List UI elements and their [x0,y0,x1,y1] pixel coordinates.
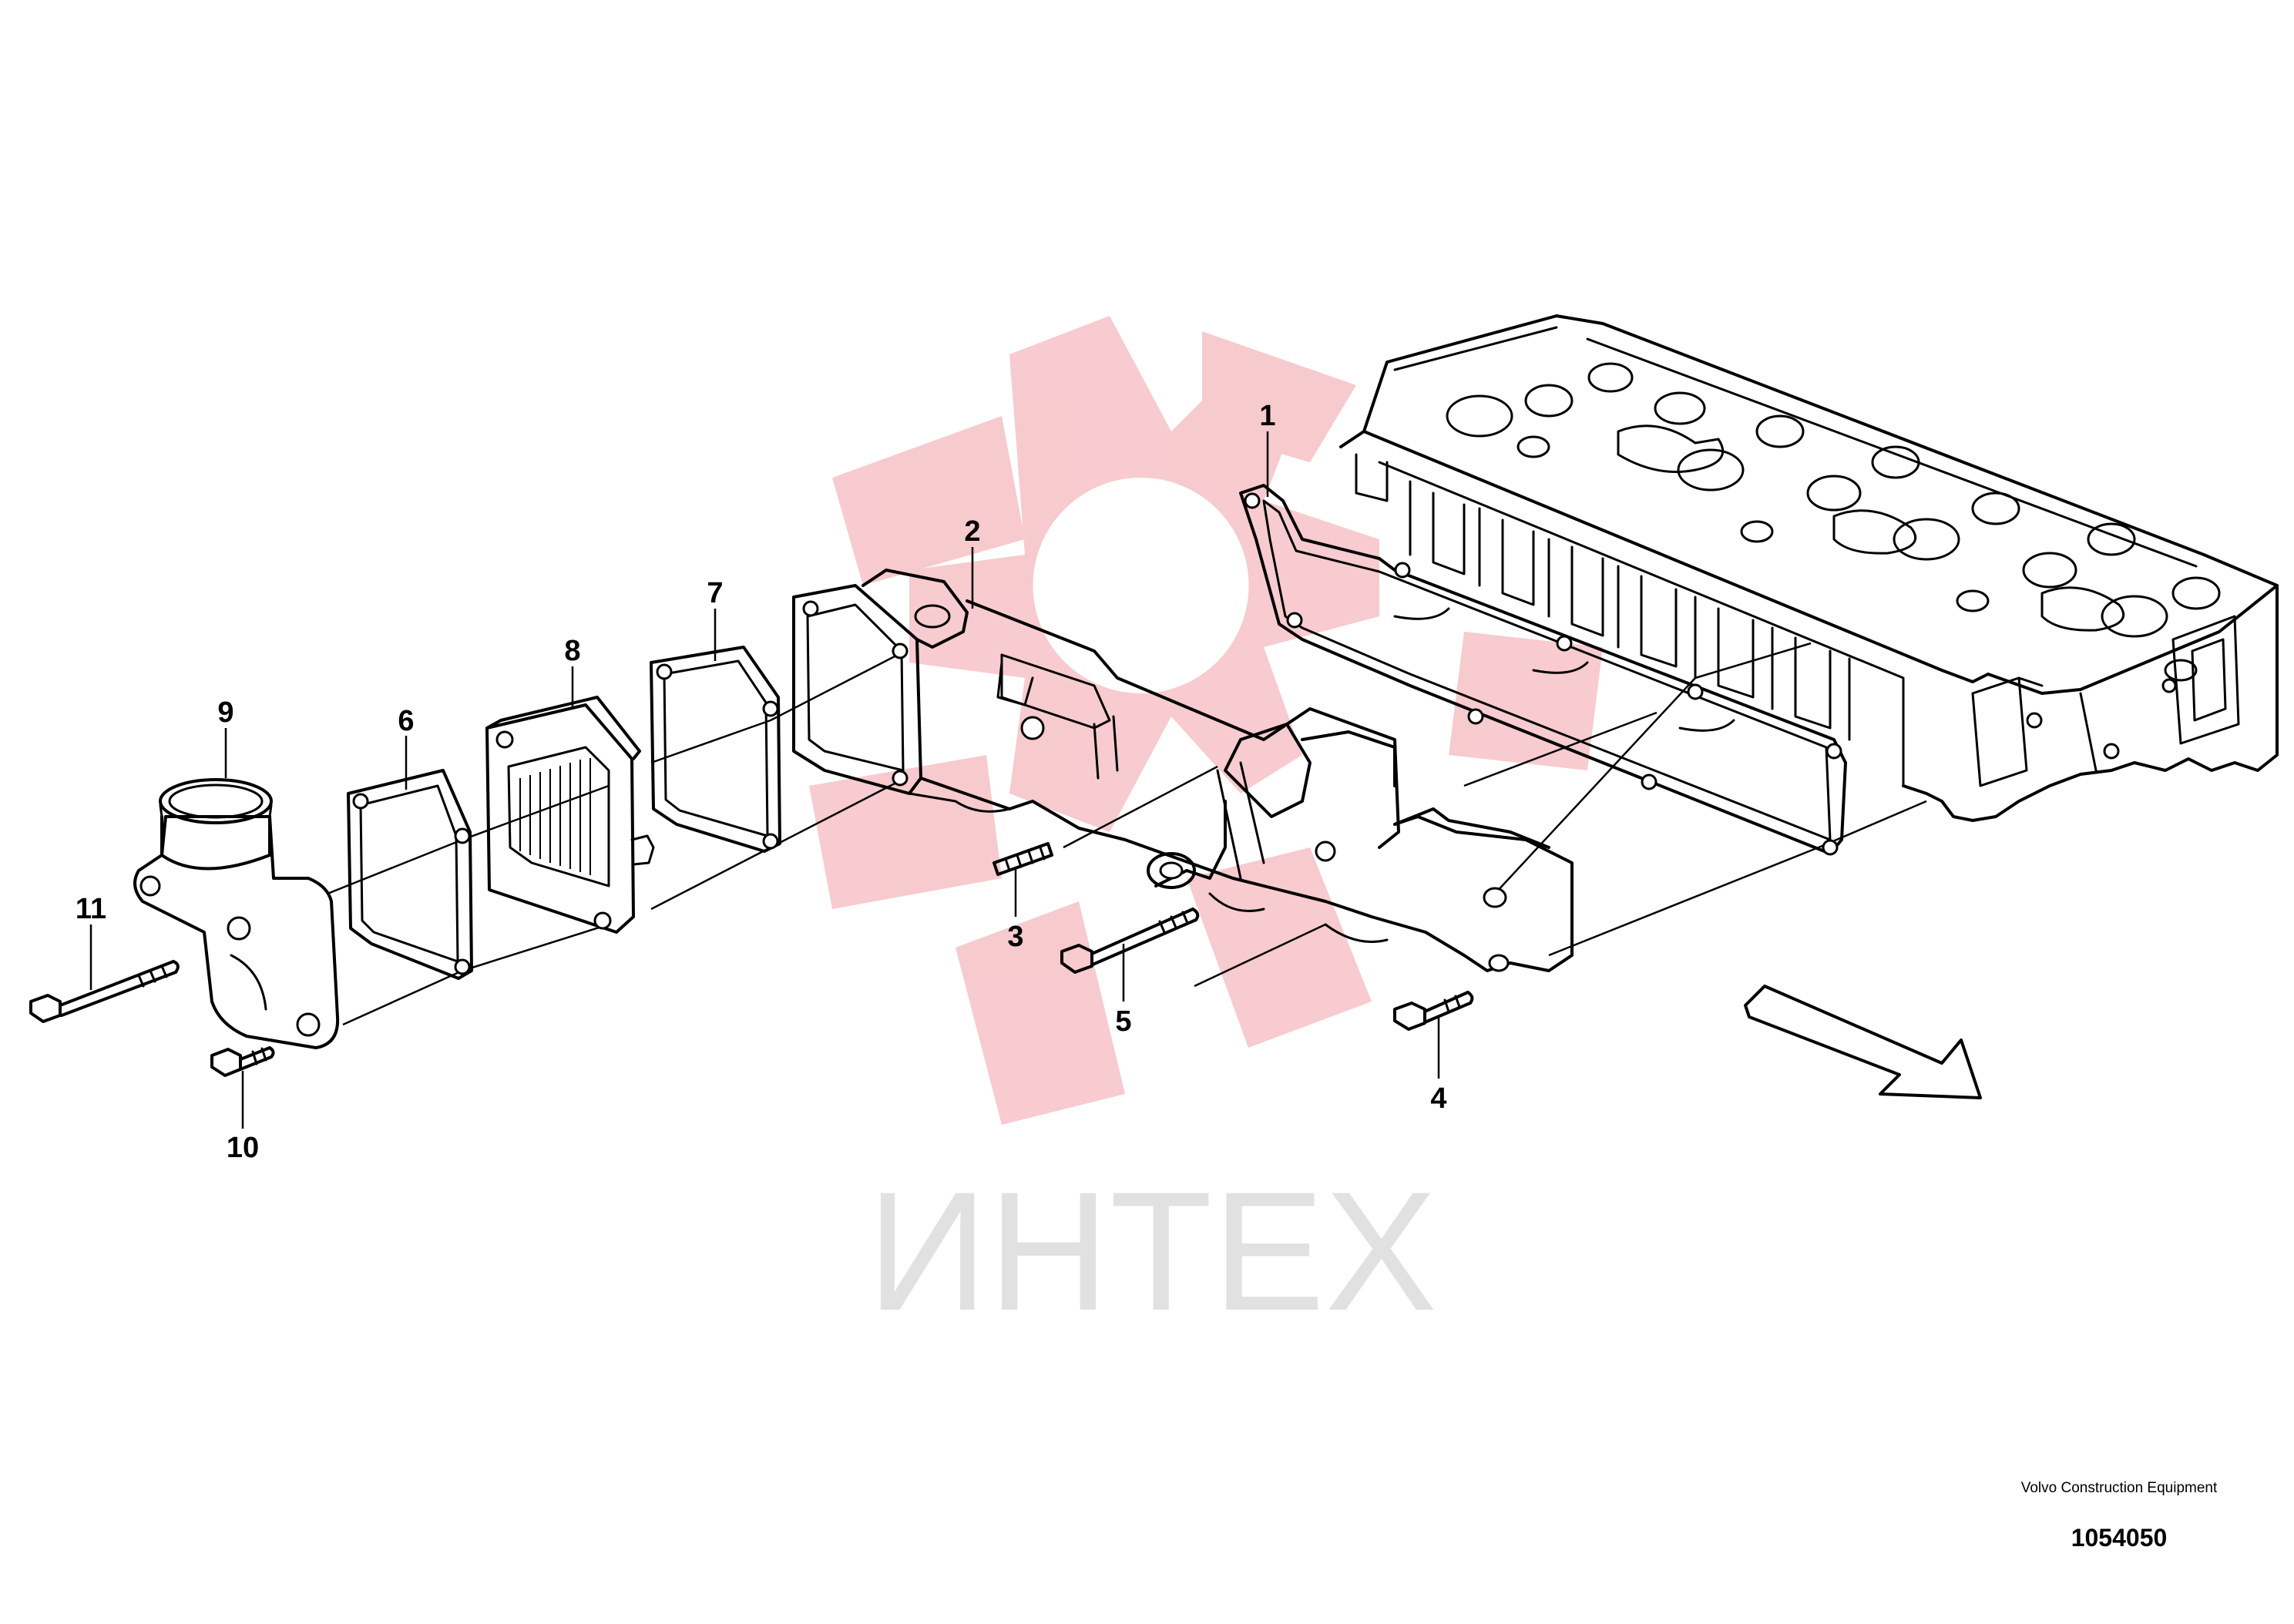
callout-2: 2 [964,515,980,548]
callout-4: 4 [1430,1082,1446,1115]
drawing-number: 1054050 [2071,1524,2168,1552]
part-1-gasket [1239,484,1847,856]
publisher-label: Volvo Construction Equipment [2020,1480,2218,1496]
part-11-bolt [29,960,180,1023]
callout-6: 6 [398,705,414,737]
callout-11: 11 [76,893,106,925]
part-3-stud [992,842,1053,876]
callout-8: 8 [564,635,580,667]
part-7-gasket [650,646,781,853]
part-6-gasket [347,769,473,980]
callout-3: 3 [1007,921,1023,953]
cylinder-head [1339,314,2279,822]
part-10-bolt [210,1046,275,1077]
part-4-bolt [1393,991,1474,1031]
callout-10: 10 [227,1132,259,1164]
part-2-inlet-manifold [792,569,1574,972]
leader-lines [89,431,1440,1129]
part-5-bolt [1060,908,1200,974]
callout-9: 9 [217,696,233,729]
part-9-outlet-elbow [133,778,340,1049]
callout-labels: 1 2 3 4 5 6 7 8 9 10 11 [76,400,1447,1164]
assembly-lines [327,642,1927,1026]
watermark-gear-logo [809,316,1603,1125]
callout-5: 5 [1115,1005,1131,1038]
part-8-thermostat-housing [485,696,655,934]
callout-7: 7 [707,577,723,609]
callout-1: 1 [1259,400,1275,432]
direction-arrow [1744,985,1982,1099]
watermark-text: ИНТЕХ [867,1156,1437,1346]
